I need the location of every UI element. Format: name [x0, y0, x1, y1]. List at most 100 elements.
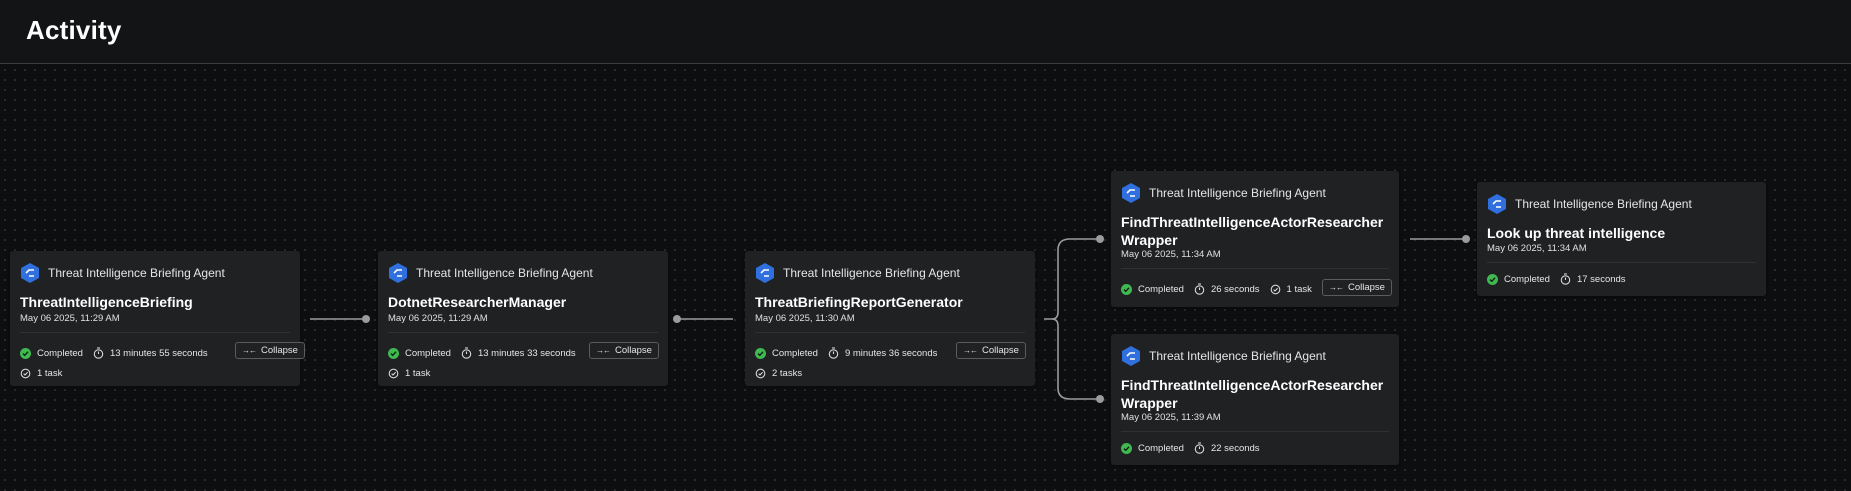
collapse-label: Collapse — [982, 345, 1019, 356]
agent-hexagon-icon — [756, 263, 774, 283]
completed-check-icon — [1487, 273, 1498, 285]
node-timestamp: May 06 2025, 11:29 AM — [388, 313, 488, 324]
connector-3-4 — [1044, 238, 1100, 320]
stopwatch-icon — [1194, 442, 1205, 454]
duration-label: 17 seconds — [1576, 273, 1626, 285]
tasks-row: 1 task — [388, 365, 430, 381]
stopwatch-icon — [1560, 273, 1571, 285]
node-title: FindThreatIntelligenceActorResearcherWra… — [1121, 214, 1384, 248]
agent-header: Threat Intelligence Briefing Agent — [1121, 182, 1326, 204]
card-divider — [1121, 268, 1389, 269]
activity-node-card[interactable]: Threat Intelligence Briefing Agent FindT… — [1111, 171, 1399, 307]
status-label: Completed — [37, 347, 83, 359]
agent-hexagon-icon — [389, 263, 407, 283]
node-status-row: Completed 26 seconds 1 task — [1121, 281, 1312, 297]
tasks-icon — [1270, 284, 1280, 294]
tasks-row: 1 task — [20, 365, 62, 381]
activity-node-card[interactable]: Threat Intelligence Briefing Agent Threa… — [745, 251, 1035, 386]
status-label: Completed — [772, 347, 818, 359]
activity-node-card[interactable]: Threat Intelligence Briefing Agent Dotne… — [378, 251, 668, 386]
agent-header: Threat Intelligence Briefing Agent — [20, 262, 225, 284]
collapse-label: Collapse — [261, 345, 298, 356]
agent-name: Threat Intelligence Briefing Agent — [48, 266, 225, 280]
card-divider — [388, 332, 658, 333]
completed-check-icon — [1121, 283, 1132, 295]
connector-3-5 — [1051, 318, 1100, 400]
agent-header: Threat Intelligence Briefing Agent — [388, 262, 593, 284]
node-timestamp: May 06 2025, 11:30 AM — [755, 313, 855, 324]
status-label: Completed — [405, 347, 451, 359]
page-header: Activity — [0, 0, 1851, 64]
node-timestamp: May 06 2025, 11:34 AM — [1121, 249, 1221, 260]
node-title: ThreatBriefingReportGenerator — [755, 294, 963, 310]
duration-label: 26 seconds — [1210, 283, 1260, 295]
activity-node-card[interactable]: Threat Intelligence Briefing Agent Threa… — [10, 251, 305, 386]
duration-label: 9 minutes 36 seconds — [844, 347, 938, 359]
agent-hexagon-icon — [1122, 183, 1140, 203]
collapse-button[interactable]: →← Collapse — [235, 342, 305, 359]
node-timestamp: May 06 2025, 11:39 AM — [1121, 412, 1221, 423]
node-status-row: Completed 9 minutes 36 seconds — [755, 345, 937, 361]
agent-name: Threat Intelligence Briefing Agent — [416, 266, 593, 280]
collapse-arrows-icon: →← — [963, 346, 978, 355]
agent-hexagon-icon — [1122, 346, 1140, 366]
completed-check-icon — [20, 347, 31, 359]
card-divider — [1121, 431, 1389, 432]
agent-name: Threat Intelligence Briefing Agent — [783, 266, 960, 280]
stopwatch-icon — [93, 347, 104, 359]
stopwatch-icon — [1194, 283, 1205, 295]
collapse-arrows-icon: →← — [1329, 283, 1344, 292]
node-status-row: Completed 22 seconds — [1121, 440, 1260, 456]
activity-node-card[interactable]: Threat Intelligence Briefing Agent Look … — [1477, 182, 1766, 296]
status-label: Completed — [1138, 283, 1184, 295]
node-timestamp: May 06 2025, 11:34 AM — [1487, 243, 1587, 254]
tasks-count: 1 task — [405, 367, 431, 379]
collapse-button[interactable]: →← Collapse — [589, 342, 659, 359]
collapse-button[interactable]: →← Collapse — [956, 342, 1026, 359]
agent-hexagon-icon — [1488, 194, 1506, 214]
tasks-count: 1 task — [1286, 283, 1312, 295]
tasks-icon — [388, 368, 399, 378]
completed-check-icon — [1121, 442, 1132, 454]
agent-name: Threat Intelligence Briefing Agent — [1149, 349, 1326, 363]
node-status-row: Completed 13 minutes 33 seconds — [388, 345, 576, 361]
agent-header: Threat Intelligence Briefing Agent — [755, 262, 960, 284]
page-title: Activity — [26, 15, 122, 45]
card-divider — [20, 332, 290, 333]
stopwatch-icon — [828, 347, 839, 359]
agent-name: Threat Intelligence Briefing Agent — [1149, 186, 1326, 200]
collapse-label: Collapse — [615, 345, 652, 356]
completed-check-icon — [388, 347, 399, 359]
status-label: Completed — [1138, 442, 1184, 454]
stopwatch-icon — [461, 347, 472, 359]
completed-check-icon — [755, 347, 766, 359]
node-title: FindThreatIntelligenceActorResearcherWra… — [1121, 377, 1384, 411]
node-status-row: Completed 13 minutes 55 seconds — [20, 345, 208, 361]
agent-header: Threat Intelligence Briefing Agent — [1121, 345, 1326, 367]
card-divider — [755, 332, 1025, 333]
node-status-row: Completed 17 seconds — [1487, 271, 1626, 287]
status-label: Completed — [1504, 273, 1550, 285]
tasks-icon — [20, 368, 31, 378]
duration-label: 13 minutes 33 seconds — [477, 347, 576, 359]
tasks-icon — [755, 368, 766, 378]
agent-name: Threat Intelligence Briefing Agent — [1515, 197, 1692, 211]
node-title: Look up threat intelligence — [1487, 225, 1666, 241]
tasks-count: 1 task — [37, 367, 63, 379]
agent-hexagon-icon — [21, 263, 39, 283]
collapse-arrows-icon: →← — [242, 346, 257, 355]
collapse-arrows-icon: →← — [596, 346, 611, 355]
duration-label: 13 minutes 55 seconds — [109, 347, 208, 359]
node-timestamp: May 06 2025, 11:29 AM — [20, 313, 120, 324]
duration-label: 22 seconds — [1210, 442, 1260, 454]
card-divider — [1487, 262, 1756, 263]
node-title: DotnetResearcherManager — [388, 294, 567, 310]
agent-header: Threat Intelligence Briefing Agent — [1487, 193, 1692, 215]
tasks-row: 2 tasks — [755, 365, 802, 381]
activity-node-card[interactable]: Threat Intelligence Briefing Agent FindT… — [1111, 334, 1399, 465]
tasks-count: 2 tasks — [772, 367, 803, 379]
collapse-button[interactable]: →← Collapse — [1322, 279, 1392, 296]
collapse-label: Collapse — [1348, 282, 1385, 293]
node-title: ThreatIntelligenceBriefing — [20, 294, 193, 310]
